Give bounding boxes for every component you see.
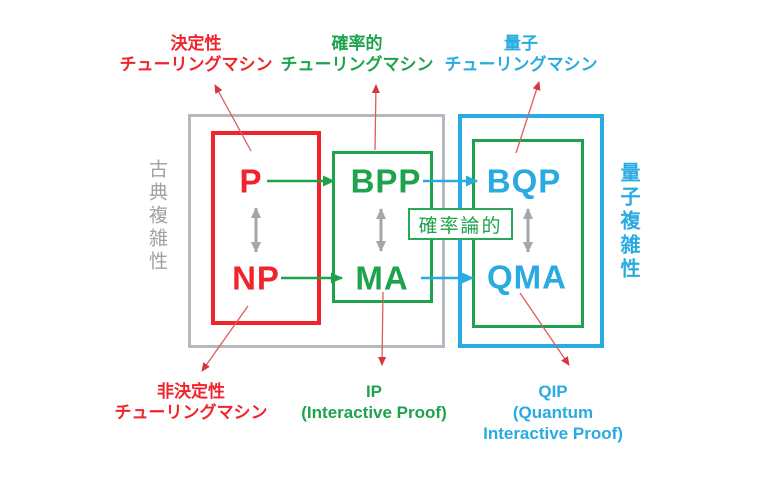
label-line: 確率的 (331, 34, 383, 53)
deterministic-box (211, 131, 321, 325)
label-line: (Quantum (512, 403, 594, 422)
label-line: QIP (538, 382, 568, 401)
class-bpp: BPP (350, 162, 422, 200)
class-bqp: BQP (486, 162, 562, 200)
probabilistic-tag: 確率論的 (408, 208, 513, 240)
class-p: P (239, 162, 263, 200)
label-ip: IP (Interactive Proof) (301, 381, 446, 423)
label-line: チューリングマシン (119, 55, 273, 74)
class-qma: QMA (487, 258, 567, 296)
class-np: NP (232, 259, 280, 297)
label-probabilistic-tm: 確率的 チューリングマシン (281, 33, 434, 75)
label-line: Interactive Proof) (483, 424, 623, 443)
label-line: チューリングマシン (444, 55, 598, 74)
label-classical-complexity: 古典複雑性 (146, 159, 167, 274)
label-deterministic-tm: 決定性 チューリングマシン (120, 33, 273, 75)
label-quantum-tm: 量子 チューリングマシン (445, 33, 598, 75)
label-line: IP (365, 382, 383, 401)
label-quantum-complexity: 量子複雑性 (617, 162, 639, 282)
label-qip: QIP (Quantum Interactive Proof) (483, 381, 623, 444)
label-line: チューリングマシン (280, 55, 434, 74)
label-line: 量子 (504, 34, 538, 53)
label-nondeterministic-tm: 非決定性 チューリングマシン (115, 381, 268, 423)
label-line: 決定性 (170, 34, 222, 53)
label-line: (Interactive Proof) (301, 403, 447, 422)
class-ma: MA (355, 259, 409, 297)
label-line: 非決定性 (157, 382, 225, 401)
label-line: チューリングマシン (114, 403, 268, 422)
